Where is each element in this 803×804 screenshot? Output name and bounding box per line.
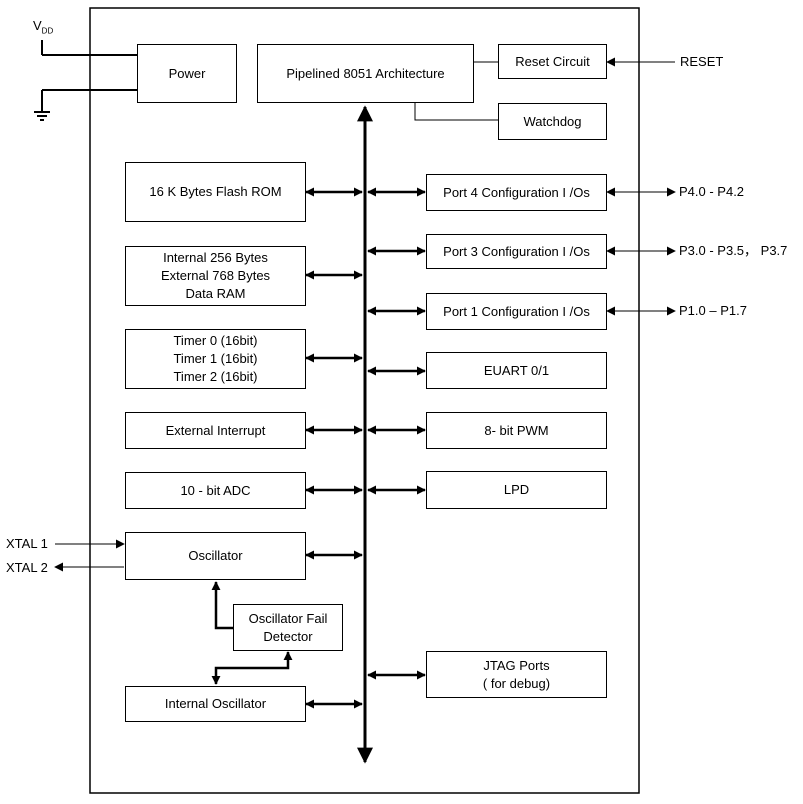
intosc-ofd-link bbox=[211, 651, 293, 685]
watchdog-block: Watchdog bbox=[498, 103, 607, 140]
reset-circuit-block: Reset Circuit bbox=[498, 44, 607, 79]
xtal1-label: XTAL 1 bbox=[6, 536, 48, 551]
internal-oscillator-block: Internal Oscillator bbox=[125, 686, 306, 722]
p4-pins-label: P4.0 - P4.2 bbox=[679, 184, 745, 199]
port3-block: Port 3 Configuration I /Os bbox=[426, 234, 607, 269]
ext-interrupt-block: External Interrupt bbox=[125, 412, 306, 449]
euart-block: EUART 0/1 bbox=[426, 352, 607, 389]
osc-fail-detector-block: Oscillator Fail Detector bbox=[233, 604, 343, 651]
port4-block: Port 4 Configuration I /Os bbox=[426, 174, 607, 211]
xtal2-label: XTAL 2 bbox=[6, 560, 48, 575]
chip-outline bbox=[89, 7, 640, 794]
oscillator-block: Oscillator bbox=[125, 532, 306, 580]
vdd-label: VDD bbox=[33, 18, 54, 36]
timers-block: Timer 0 (16bit) Timer 1 (16bit) Timer 2 … bbox=[125, 329, 306, 389]
osc-ofd-link bbox=[211, 581, 233, 630]
lpd-block: LPD bbox=[426, 471, 607, 509]
p3-pins-label: P3.0 - P3.5， P3.7 bbox=[679, 243, 788, 258]
pwm-block: 8- bit PWM bbox=[426, 412, 607, 449]
reset-label: RESET bbox=[680, 54, 724, 69]
p1-pins-label: P1.0 – P1.7 bbox=[679, 303, 747, 318]
jtag-block: JTAG Ports ( for debug) bbox=[426, 651, 607, 698]
adc-block: 10 - bit ADC bbox=[125, 472, 306, 509]
ram-block: Internal 256 Bytes External 768 Bytes Da… bbox=[125, 246, 306, 306]
flash-block: 16 K Bytes Flash ROM bbox=[125, 162, 306, 222]
port1-block: Port 1 Configuration I /Os bbox=[426, 293, 607, 330]
power-block: Power bbox=[137, 44, 237, 103]
core-block: Pipelined 8051 Architecture bbox=[257, 44, 474, 103]
